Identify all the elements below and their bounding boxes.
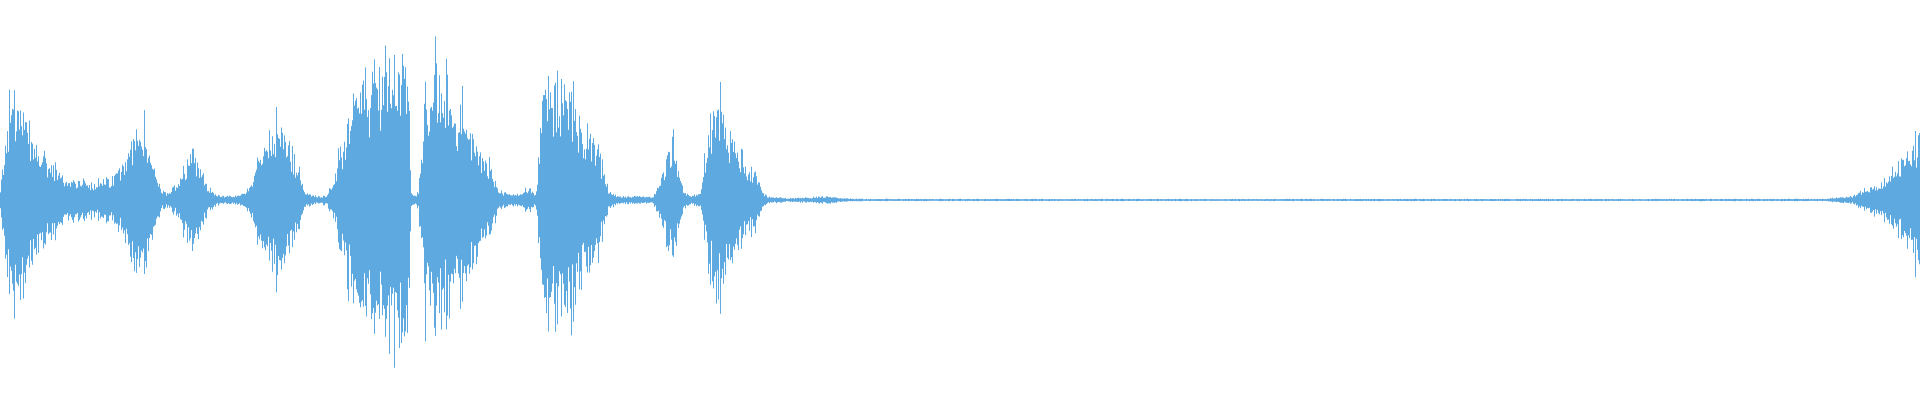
waveform-trace [0, 36, 1920, 368]
waveform-bars [0, 36, 1920, 368]
